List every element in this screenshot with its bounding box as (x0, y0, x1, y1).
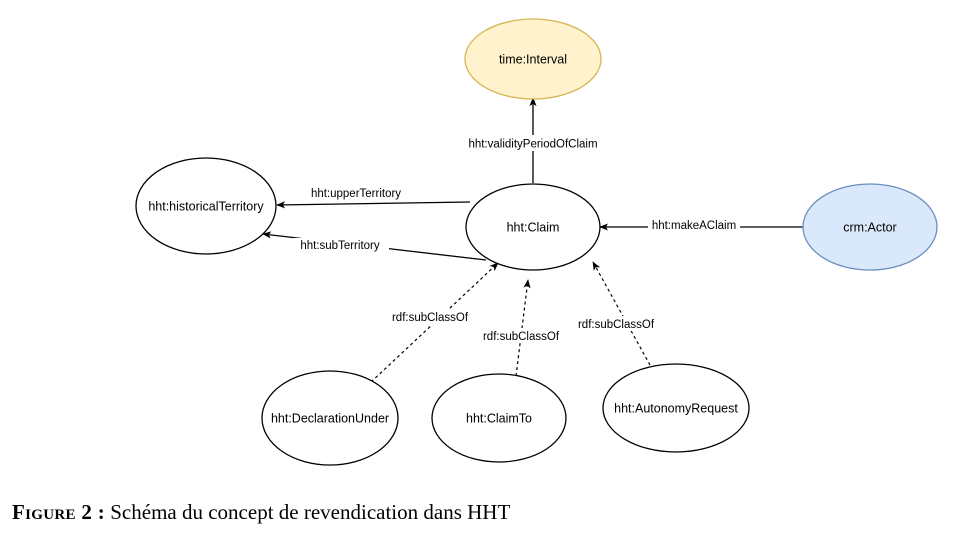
edge-label-validity-period: hht:validityPeriodOfClaim (468, 139, 597, 151)
figure-caption: Figure 2 : Schéma du concept de revendic… (12, 500, 510, 525)
node-crm-actor: crm:Actor (802, 183, 938, 271)
edge-label-subclass-declaration: rdf:subClassOf (392, 312, 469, 324)
node-label-time-interval: time:Interval (499, 53, 567, 67)
node-label-claim: hht:Claim (507, 221, 560, 235)
figure-number: Figure 2 : (12, 500, 105, 524)
node-time-interval: time:Interval (464, 18, 602, 100)
node-label-claim-to: hht:ClaimTo (466, 412, 532, 426)
edge-label-upper-territory: hht:upperTerritory (311, 188, 401, 200)
edge-make-a-claim: hht:makeAClaim (599, 217, 803, 233)
edge-label-make-a-claim: hht:makeAClaim (652, 220, 736, 232)
edge-label-subclass-claim-to: rdf:subClassOf (483, 331, 560, 343)
edge-label-subclass-autonomy: rdf:subClassOf (578, 319, 655, 331)
edge-upper-territory: hht:upperTerritory (276, 188, 471, 209)
node-declaration-under: hht:DeclarationUnder (261, 370, 399, 466)
node-claim-to: hht:ClaimTo (431, 373, 567, 463)
edge-subclass-claim-to: rdf:subClassOf (478, 279, 564, 377)
node-label-declaration-under: hht:DeclarationUnder (271, 412, 389, 426)
edge-label-sub-territory: hht:subTerritory (300, 240, 380, 252)
edge-subclass-declaration: rdf:subClassOf (370, 262, 499, 383)
figure-caption-text: Schéma du concept de revendication dans … (110, 500, 511, 524)
node-claim: hht:Claim (465, 183, 601, 271)
edge-subclass-autonomy: rdf:subClassOf (574, 261, 660, 366)
edge-sub-territory: hht:subTerritory (262, 231, 487, 261)
claim-concept-diagram: hht:validityPeriodOfClaim hht:upperTerri… (135, 18, 938, 466)
node-label-autonomy-request: hht:AutonomyRequest (614, 402, 738, 416)
node-autonomy-request: hht:AutonomyRequest (602, 363, 750, 453)
node-label-historical-territory: hht:historicalTerritory (148, 200, 264, 214)
node-label-crm-actor: crm:Actor (843, 221, 896, 235)
edge-validity-period: hht:validityPeriodOfClaim (460, 97, 606, 183)
node-historical-territory: hht:historicalTerritory (135, 157, 277, 255)
